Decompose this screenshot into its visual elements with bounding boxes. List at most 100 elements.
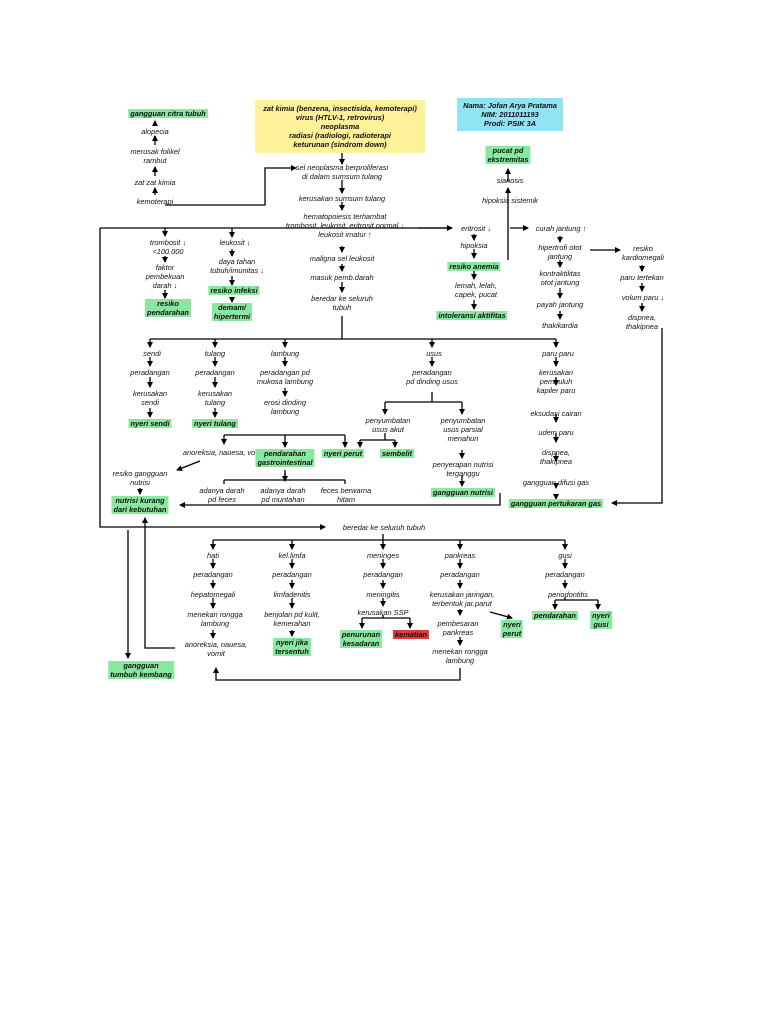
node-peradangan-hati: peradangan — [193, 570, 233, 579]
node-hati: hati — [207, 551, 219, 560]
node-penurunan-kesadaran: penurunan kesadaran — [339, 630, 383, 648]
node-peradangan-mukosa: peradangan pd mukosa lambung — [256, 368, 314, 386]
node-anoreksia-2: anoreksia, nauesa, vomit — [184, 640, 248, 658]
node-beredar-2: beredar ke seluruh tubuh — [342, 523, 426, 532]
node-daya-tahan: daya tahan tubuh/imunitas ↓ — [210, 257, 264, 275]
node-nyeri-tulang: nyeri tulang — [192, 419, 238, 428]
node-gangguan-citra-tubuh: gangguan citra tubuh — [128, 109, 208, 118]
node-trombosit: trombosit ↓ <100.000 — [149, 238, 187, 256]
node-peradangan-meninges: peradangan — [363, 570, 403, 579]
node-masuk-pemb: masuk pemb.darah — [310, 273, 374, 282]
node-thakikardia: thakikardia — [542, 321, 578, 330]
node-kerusakan-sendi: kerusakan sendi — [132, 389, 168, 407]
node-peradangan-usus: peradangan pd dinding usus — [406, 368, 458, 386]
node-nyeri-perut-1: nyeri perut — [321, 449, 365, 458]
node-merusak-folikel: merusak folikel rambut — [130, 147, 180, 165]
node-benjolan: benjolan pd kulit, kemerahan — [264, 610, 320, 628]
node-eritrosit: eritrosit ↓ — [461, 224, 491, 233]
node-gusi: gusi — [558, 551, 572, 560]
node-peradangan-pankreas: peradangan — [440, 570, 480, 579]
node-demam: demam/ hipertermi — [211, 303, 253, 321]
node-peradangan-gusi: peradangan — [545, 570, 585, 579]
node-gangguan-nutrisi: gangguan nutrisi — [431, 488, 495, 497]
node-volum-paru: volum paru ↓ — [621, 293, 665, 302]
node-payah-jantung: payah jantung — [536, 300, 584, 309]
node-resiko-anemia: resiko anemia — [447, 262, 501, 271]
node-limfadenitis: limfadenitis — [273, 590, 311, 599]
node-kontraktilitas: kontraktilitas otot jantung — [539, 269, 581, 287]
node-pendarahan-gi: pendarahan gastrointestinal — [255, 449, 315, 467]
node-kerusakan-pembuluh: kerusakan pembuluh kapiler paru — [536, 368, 576, 395]
node-kerusakan-ssp: kerusakan SSP — [357, 608, 409, 617]
node-feces-hitam: feces berwarna hitam — [320, 486, 372, 504]
node-penyumbatan-akut: penyumbatan usus akut — [365, 416, 411, 434]
node-resiko-pendarahan: resiko pendarahan — [145, 299, 191, 317]
node-menekan-lambung-2: menekan rongga lambung — [432, 647, 488, 665]
node-sel-neoplasma: sel neoplasma berproliferasi di dalam su… — [295, 163, 389, 181]
node-nutrisi-kurang: nutrisi kurang dari kebutuhan — [111, 496, 169, 514]
node-erosi: erosi dinding lambung — [264, 398, 306, 416]
node-dispnea-2: dispnea, thakipnea — [539, 448, 573, 466]
node-eksudasi: eksudasi cairan — [530, 409, 582, 418]
node-kerusakan-sumsum: kerusakan sumsum tulang — [298, 194, 386, 203]
node-darah-feces: adanya darah pd feces — [199, 486, 245, 504]
node-beredar-1: beredar ke seluruh tubuh — [311, 294, 373, 312]
node-paru-tertekan: paru tertekan — [620, 273, 664, 282]
node-penyumbatan-parsial: penyumbatan usus parsial menahun — [440, 416, 486, 443]
node-lambung: lambung — [270, 349, 300, 358]
node-usus: usus — [426, 349, 442, 358]
node-hipertrofi: hipertrofi otot jantung — [538, 243, 582, 261]
node-pendarahan-gusi: pendarahan — [532, 611, 578, 620]
node-kerusakan-jaringan: kerusakan jaringan, terbentuk jar.parut — [429, 590, 495, 608]
node-faktor-pembekuan: faktor pembekuan darah ↓ — [145, 263, 185, 290]
node-hipoksia-sistemik: hipoksia sistemik — [482, 196, 538, 205]
author-box: Nama: Jofan Arya Pratama NIM: 2011011193… — [457, 98, 563, 131]
node-hematopoiesis: hematopoiesis terhambat trombosit, leuko… — [285, 212, 405, 239]
node-udem-paru: udem paru — [538, 428, 574, 437]
node-periodontitis: periodontitis — [548, 590, 588, 599]
node-gangguan-tumbuh: gangguan tumbuh kembang — [108, 661, 174, 679]
node-gangguan-pertukaran: gangguan pertukaran gas — [508, 499, 604, 508]
node-peradangan-sendi: peradangan — [130, 368, 170, 377]
node-kematian: kematian — [392, 630, 430, 639]
node-kerusakan-tulang: kerusakan tulang — [197, 389, 233, 407]
node-sendi: sendi — [143, 349, 161, 358]
node-nyeri-sendi: nyeri sendi — [128, 419, 172, 428]
node-dispnea-thakipnea-1: dispnea, thakipnea — [625, 313, 659, 331]
node-zat-zat-kimia: zat zat kimia — [134, 178, 176, 187]
node-intoleransi: intoleransi aktifitas — [436, 311, 508, 320]
node-nyeri-tersentuh: nyeri jika tersentuh — [273, 638, 311, 656]
causes-box: zat kimia (benzena, insectisida, kemoter… — [255, 100, 425, 153]
node-tulang: tulang — [204, 349, 226, 358]
node-sianosis: sianosis — [496, 176, 524, 185]
node-curah-jantung: curah jantung ↑ — [535, 224, 587, 233]
node-pembesaran-pankreas: pembesaran pankreas — [437, 619, 479, 637]
node-alopecia: alopecia — [141, 127, 169, 136]
node-paru-paru: paru paru — [542, 349, 574, 358]
node-peradangan-tulang: peradangan — [195, 368, 235, 377]
node-penyerapan: penyerapan nutrisi terganggu — [432, 460, 494, 478]
node-hipoksia: hipoksia — [460, 241, 488, 250]
node-kel-limfa: kel.limfa — [278, 551, 306, 560]
node-kemoterapi: kemoterapi — [136, 197, 174, 206]
node-gangguan-difusi: gangguan difusi gas — [522, 478, 590, 487]
node-resiko-kardiomegali: resiko kardiomegali — [622, 244, 664, 262]
node-pankreas: pankreas — [444, 551, 476, 560]
node-peradangan-limfa: peradangan — [272, 570, 312, 579]
node-lemah: lemah, lelah, capek, pucat — [455, 281, 497, 299]
node-hepatomegali: hepatomegali — [190, 590, 236, 599]
node-darah-muntahan: adanya darah pd muntahan — [260, 486, 306, 504]
node-meninges: meninges — [366, 551, 400, 560]
node-resiko-gangguan-nutrisi: resiko gangguan nutrisi — [112, 469, 168, 487]
node-nyeri-gusi: nyeri gusi — [590, 611, 612, 629]
node-resiko-infeksi: resiko infeksi — [208, 286, 260, 295]
node-leukosit: leukosit ↓ — [219, 238, 251, 247]
node-nyeri-perut-2: nyeri perut — [500, 620, 524, 638]
node-meningitis: meningitis — [366, 590, 400, 599]
node-menekan-lambung-1: menekan rongga lambung — [187, 610, 243, 628]
node-anoreksia-1: anoreksia, nauesa, vomit — [182, 448, 266, 457]
node-maligna: maligna sel leukosit — [309, 254, 375, 263]
node-pucat: pucat pd ekstremitas — [485, 146, 531, 164]
